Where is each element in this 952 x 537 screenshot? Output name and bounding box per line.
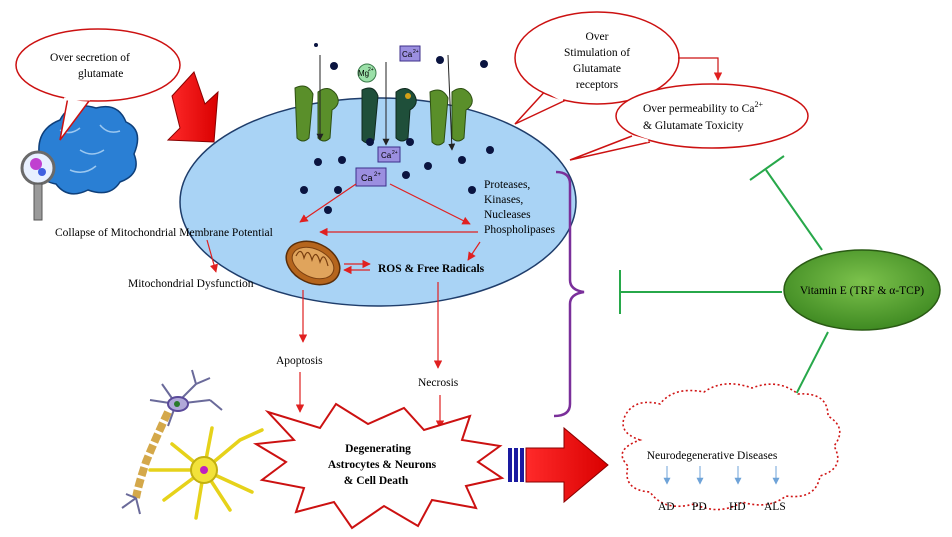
ca-ion-mid: Ca 2+ <box>377 146 401 163</box>
inhibit-cascade <box>619 270 782 314</box>
svg-text:2+: 2+ <box>368 67 374 73</box>
stimulation-to-permeability-arrow <box>678 57 723 81</box>
purple-bracket <box>553 170 585 418</box>
mitochondrion-icon <box>285 240 341 286</box>
brain-magnifier-icon <box>20 105 139 221</box>
svg-text:Stimulation of: Stimulation of <box>564 47 630 59</box>
svg-text:Over permeability to Ca2+: Over permeability to Ca2+ <box>643 100 763 115</box>
enzymes-label: Proteases, Kinases, Nucleases Phospholip… <box>484 179 555 236</box>
ion-entry-arrow <box>447 54 456 151</box>
disease-ad: AD <box>658 501 675 513</box>
enzymes-to-ros-arrow <box>467 241 481 261</box>
disease-pd: PD <box>692 501 707 513</box>
neuro-cloud: Neurodegenerative Diseases AD PD HD ALS <box>621 383 841 513</box>
mito-dysfunction-label: Mitochondrial Dysfunction <box>128 278 254 290</box>
svg-text:Ca: Ca <box>381 151 392 160</box>
big-red-arrow-topleft <box>166 71 219 143</box>
svg-text:Ca: Ca <box>361 173 373 183</box>
svg-text:Mg: Mg <box>358 69 369 78</box>
ca-to-enzymes-arrow <box>389 183 471 225</box>
svg-text:2+: 2+ <box>413 49 419 55</box>
mg-ion: Mg 2+ <box>357 63 377 83</box>
svg-text:Over: Over <box>586 31 609 43</box>
svg-text:Kinases,: Kinases, <box>484 194 523 206</box>
ion-dots <box>300 43 494 214</box>
nmda-receptor <box>361 87 417 144</box>
svg-text:Neurodegenerative Diseases: Neurodegenerative Diseases <box>647 450 778 462</box>
svg-text:receptors: receptors <box>576 79 619 91</box>
glutamate-receptor-1 <box>294 85 339 142</box>
necrosis-label: Necrosis <box>418 377 459 389</box>
ca-ion-top: Ca 2+ <box>399 45 421 62</box>
svg-text:2+: 2+ <box>374 172 381 178</box>
svg-text:& Glutamate Toxicity: & Glutamate Toxicity <box>643 120 744 132</box>
collapse-label: Collapse of Mitochondrial Membrane Poten… <box>55 227 273 239</box>
svg-text:glutamate: glutamate <box>78 68 123 80</box>
svg-text:Proteases,: Proteases, <box>484 179 530 191</box>
svg-text:& Cell Death: & Cell Death <box>344 475 409 487</box>
svg-text:Phospholipases: Phospholipases <box>484 224 555 236</box>
svg-text:Vitamin E (TRF & α-TCP): Vitamin E (TRF & α-TCP) <box>800 285 924 297</box>
ros-label: ROS & Free Radicals <box>378 263 485 275</box>
callout-over-permeability: Over permeability to Ca2+ & Glutamate To… <box>569 83 809 161</box>
apoptosis-label: Apoptosis <box>276 355 323 367</box>
astrocyte-yellow-icon <box>148 426 264 520</box>
svg-text:Astrocytes & Neurons: Astrocytes & Neurons <box>328 459 437 471</box>
collapse-to-dysfunction-arrow <box>206 239 218 273</box>
disease-als: ALS <box>764 501 786 513</box>
svg-text:Ca: Ca <box>402 50 413 59</box>
axon-myelin-icon <box>121 410 172 515</box>
svg-text:2+: 2+ <box>392 150 398 156</box>
inhibit-permeability <box>749 155 823 251</box>
big-red-arrow-bottom <box>508 426 609 504</box>
glutamate-receptor-2 <box>429 88 473 146</box>
ca-ion-center: Ca 2+ <box>355 167 387 187</box>
svg-text:Degenerating: Degenerating <box>345 443 411 455</box>
neuron-purple-icon <box>149 369 223 427</box>
ca-to-mito-arrow <box>299 183 357 223</box>
svg-text:Glutamate: Glutamate <box>573 63 621 75</box>
callout-over-secretion: Over secretion of glutamate <box>15 28 181 141</box>
svg-text:Nucleases: Nucleases <box>484 209 531 221</box>
svg-text:Over secretion of: Over secretion of <box>50 52 130 64</box>
vitamin-e-node: Vitamin E (TRF & α-TCP) <box>783 249 941 331</box>
disease-hd: HD <box>729 501 746 513</box>
cell-death-burst: Degenerating Astrocytes & Neurons & Cell… <box>252 402 505 530</box>
